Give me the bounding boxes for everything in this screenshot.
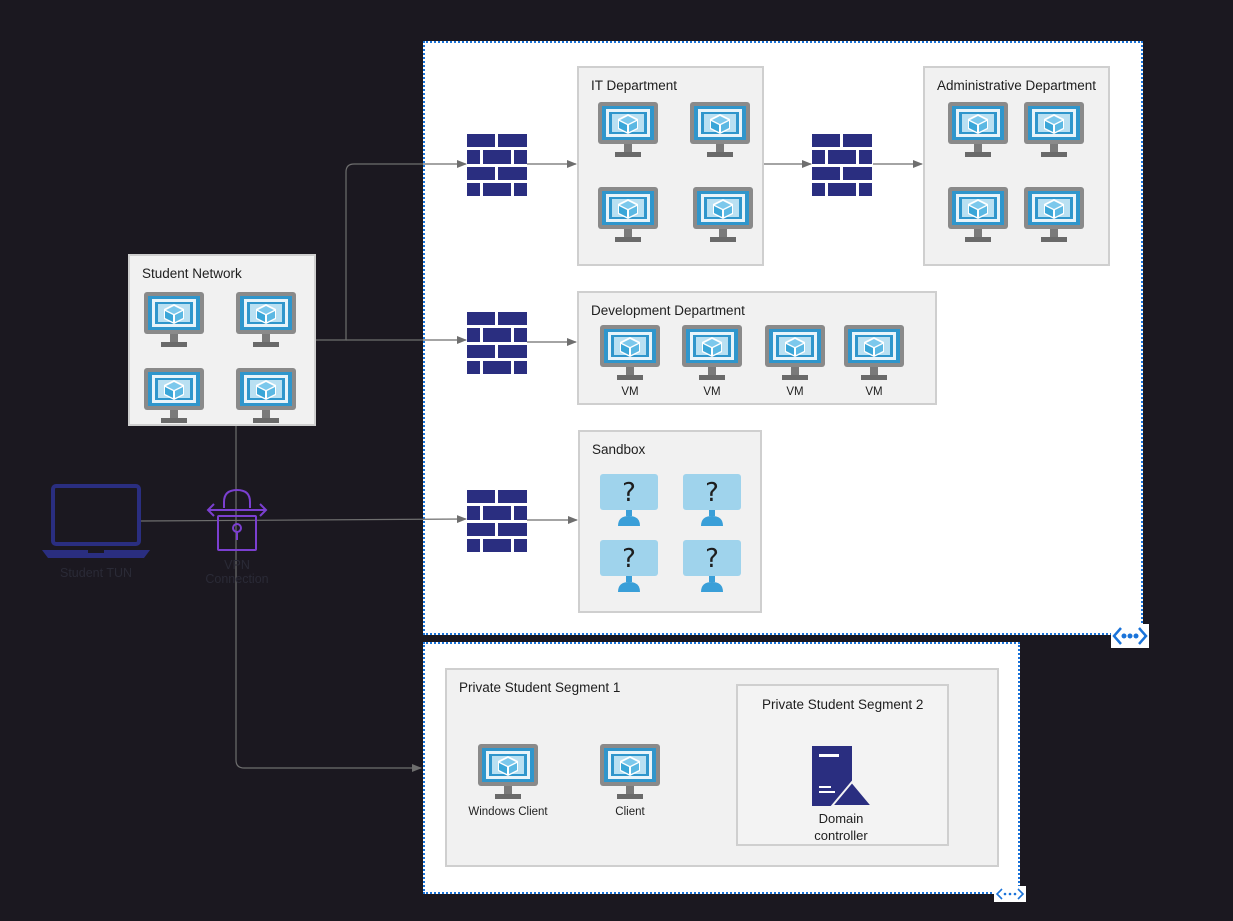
firewall-icon xyxy=(467,312,527,374)
it-department-vm xyxy=(690,102,750,158)
firewall-icon xyxy=(467,490,527,552)
unknown-device-icon: ? xyxy=(683,474,741,526)
development-vm xyxy=(600,325,660,381)
administrative-department-vm xyxy=(948,102,1008,158)
unknown-device-glyph: ? xyxy=(705,544,719,574)
dev-vm-caption: VM xyxy=(865,386,883,398)
private-segment-2-label: Private Student Segment 2 xyxy=(762,697,924,712)
student-network-vm xyxy=(144,292,204,348)
server-icon xyxy=(810,744,872,808)
unknown-device-glyph: ? xyxy=(622,478,636,508)
administrative-department-vm xyxy=(1024,187,1084,243)
development-vm xyxy=(682,325,742,381)
unknown-device-glyph: ? xyxy=(705,478,719,508)
domain-controller-caption: Domain controller xyxy=(814,811,868,843)
private-segment-1-label: Private Student Segment 1 xyxy=(459,680,621,695)
student-network-vm xyxy=(236,368,296,424)
student-network-vm xyxy=(236,292,296,348)
it-department-vm xyxy=(693,187,753,243)
wire-student-to-private-segment xyxy=(235,426,422,772)
it-department-vm xyxy=(598,102,658,158)
laptop-icon xyxy=(42,484,150,560)
windows-client-vm xyxy=(478,744,538,800)
vpn-caption: VPN Connection xyxy=(205,558,269,586)
sandbox-group: Sandbox xyxy=(578,430,762,613)
sandbox-label: Sandbox xyxy=(592,442,646,457)
client-vm xyxy=(600,744,660,800)
it-department-vm xyxy=(598,187,658,243)
firewall-icon xyxy=(812,134,872,196)
client-caption: Client xyxy=(615,806,645,818)
development-department-label: Development Department xyxy=(591,303,745,318)
unknown-device-icon: ? xyxy=(683,540,741,592)
unknown-device-glyph: ? xyxy=(622,544,636,574)
administrative-department-vm xyxy=(1024,102,1084,158)
development-vm xyxy=(765,325,825,381)
vpn-lock-icon xyxy=(206,488,268,554)
student-network-label: Student Network xyxy=(142,266,242,281)
student-network-vm xyxy=(144,368,204,424)
administrative-department-label: Administrative Department xyxy=(937,78,1097,93)
virtual-network-icon xyxy=(1111,624,1149,648)
unknown-device-icon: ? xyxy=(600,474,658,526)
development-vm xyxy=(844,325,904,381)
administrative-department-group: Administrative Department xyxy=(923,66,1110,266)
laptop-caption: Student TUN xyxy=(59,566,133,580)
unknown-device-icon: ? xyxy=(600,540,658,592)
windows-client-caption: Windows Client xyxy=(468,806,548,818)
dev-vm-caption: VM xyxy=(621,386,639,398)
administrative-department-vm xyxy=(948,187,1008,243)
dev-vm-caption: VM xyxy=(703,386,721,398)
wire-laptop-to-sandbox-firewall xyxy=(139,515,467,524)
it-department-label: IT Department xyxy=(591,78,678,93)
private-virtual-network-icon xyxy=(994,886,1026,902)
dev-vm-caption: VM xyxy=(786,386,804,398)
firewall-icon xyxy=(467,134,527,196)
it-department-group: IT Department xyxy=(577,66,764,266)
